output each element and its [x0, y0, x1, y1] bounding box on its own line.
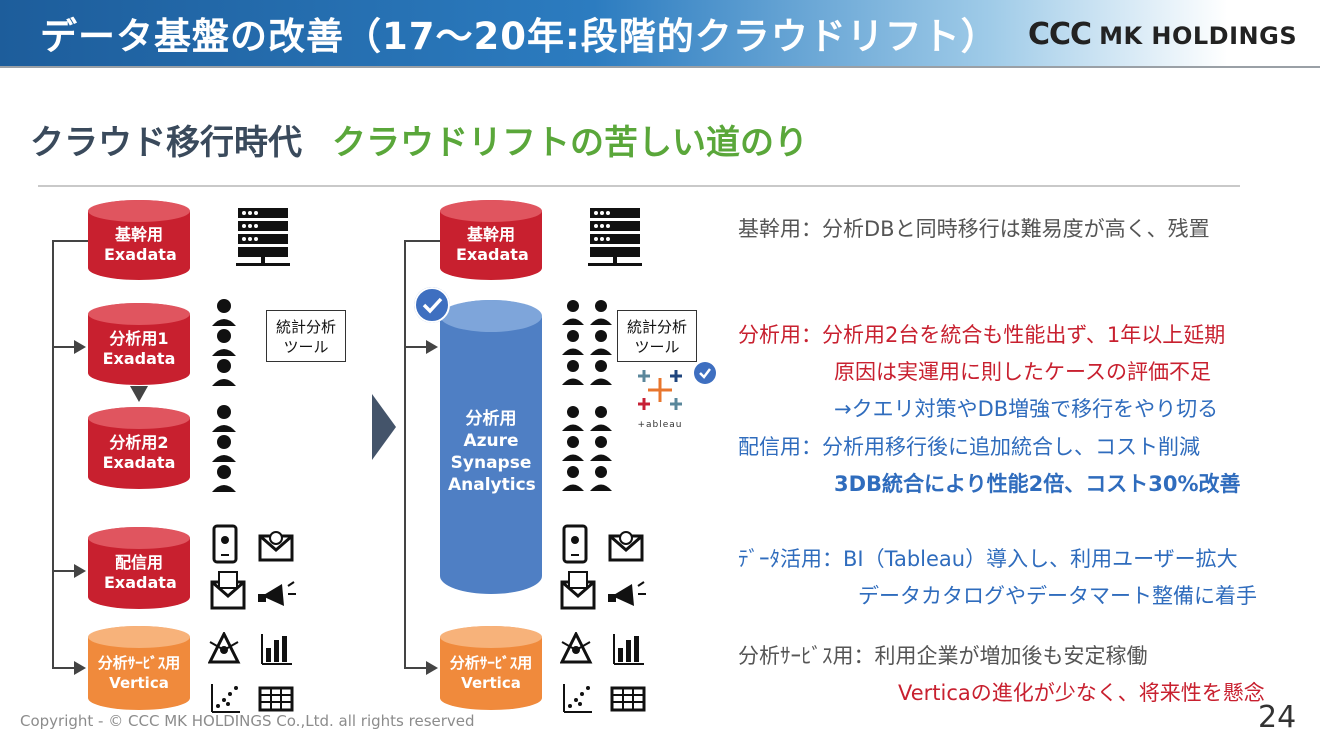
table-icon	[258, 686, 294, 712]
before-stats-tool-label: 統計分析 ツール	[275, 318, 336, 356]
note-core: 基幹用：分析DBと同時移行は難易度が高く、残置	[738, 217, 1210, 241]
tableau-cross-icon	[638, 370, 682, 410]
scatter-plot-icon	[211, 684, 240, 713]
logo-mk: MK HOLDINGS	[1099, 22, 1298, 50]
before-service-label: 分析ｻｰﾋﾞｽ用 Vertica	[97, 654, 181, 692]
tableau-wordmark: +ableau	[637, 420, 683, 430]
analytics-icons	[208, 632, 294, 713]
after-core-cylinder: 基幹用 Exadata	[440, 200, 542, 280]
before-core-label: 基幹用 Exadata	[104, 225, 177, 264]
before-analysis1-label: 分析用1 Exadata	[102, 329, 176, 368]
before-branch-core	[52, 240, 88, 242]
after-core-label: 基幹用 Exadata	[456, 225, 529, 264]
before-service-cylinder: 分析ｻｰﾋﾞｽ用 Vertica	[88, 626, 190, 710]
after-branch-analysis	[404, 346, 428, 348]
network-icon	[560, 632, 593, 664]
after-branch-service	[404, 667, 428, 669]
after-branch-core	[404, 240, 440, 242]
before-analysis2-cylinder: 分析用2 Exadata	[88, 407, 190, 489]
before-delivery-label: 配信用 Exadata	[104, 553, 177, 592]
subtitle-headline: クラウドリフトの苦しい道のり	[332, 123, 808, 163]
after-synapse-label: 分析用 Azure Synapse Analytics	[448, 409, 536, 495]
server-icon	[588, 208, 642, 266]
before-analysis1-cylinder: 分析用1 Exadata	[88, 303, 190, 385]
smartphone-icon	[562, 524, 588, 564]
after-service-cylinder: 分析ｻｰﾋﾞｽ用 Vertica	[440, 626, 542, 710]
after-arrow-service	[426, 661, 438, 675]
person-icon	[212, 299, 236, 386]
checkmark-icon	[414, 287, 450, 323]
email-icon	[608, 531, 644, 562]
tableau-logo: +ableau	[632, 368, 688, 430]
section-divider	[38, 185, 1240, 187]
scatter-plot-icon	[563, 684, 592, 713]
before-arrow-analysis	[74, 340, 86, 354]
before-arrow-service	[74, 661, 86, 675]
note-service-2: Verticaの進化が少なく、将来性を懸念	[898, 681, 1265, 705]
mail-letter-icon	[560, 571, 596, 610]
megaphone-icon	[258, 581, 296, 606]
after-stats-tool-box: 統計分析 ツール	[617, 310, 697, 362]
analytics-icons	[560, 632, 646, 713]
delivery-channel-icons	[560, 524, 646, 610]
before-branch-service	[52, 667, 76, 669]
slide-title: データ基盤の改善（17～20年:段階的クラウドリフト）	[40, 15, 999, 58]
note-data-2: データカタログやデータマート整備に着手	[858, 584, 1257, 608]
person-group-icon	[562, 406, 612, 491]
logo-ccc: CCC	[1028, 17, 1092, 52]
subtitle: クラウド移行時代クラウドリフトの苦しい道のり	[30, 115, 808, 164]
before-tree-line	[52, 240, 54, 668]
before-arrow-delivery	[74, 564, 86, 578]
smartphone-icon	[212, 524, 238, 564]
email-icon	[258, 531, 294, 562]
subtitle-era: クラウド移行時代	[30, 123, 302, 163]
transition-arrow-icon	[372, 394, 396, 460]
after-service-label: 分析ｻｰﾋﾞｽ用 Vertica	[449, 654, 533, 692]
after-tree-line	[404, 240, 406, 668]
note-analysis-2: 原因は実運用に則したケースの評価不足	[834, 360, 1211, 384]
after-stats-tool-label: 統計分析 ツール	[626, 318, 687, 356]
network-icon	[208, 632, 241, 664]
header-underline	[0, 66, 1320, 68]
after-synapse-cylinder: 分析用 Azure Synapse Analytics	[440, 300, 542, 594]
note-analysis-3: →クエリ対策やDB増強で移行をやり切る	[834, 397, 1219, 421]
server-icon	[236, 208, 290, 266]
header-bar	[0, 0, 1320, 66]
table-icon	[610, 686, 646, 712]
note-delivery-1: 配信用：分析用移行後に追加統合し、コスト削減	[738, 435, 1200, 459]
after-arrow-analysis	[426, 340, 438, 354]
megaphone-icon	[608, 581, 646, 606]
note-data-1: ﾃﾞｰﾀ活用：BI（Tableau）導入し、利用ユーザー拡大	[738, 547, 1238, 571]
note-analysis-1: 分析用：分析用2台を統合も性能出ず、1年以上延期	[738, 323, 1226, 347]
before-delivery-cylinder: 配信用 Exadata	[88, 527, 190, 609]
note-service-1: 分析ｻｰﾋﾞｽ用：利用企業が増加後も安定稼働	[738, 644, 1148, 668]
note-delivery-2: 3DB統合により性能2倍、コスト30%改善	[834, 472, 1241, 496]
bar-chart-icon	[613, 634, 644, 665]
before-core-cylinder: 基幹用 Exadata	[88, 200, 190, 280]
mail-letter-icon	[210, 571, 246, 610]
copyright: Copyright - © CCC MK HOLDINGS Co.,Ltd. a…	[20, 712, 475, 730]
before-analysis2-label: 分析用2 Exadata	[102, 433, 176, 472]
page-number: 24	[1258, 700, 1297, 735]
checkmark-icon	[694, 362, 716, 384]
before-branch-analysis	[52, 346, 76, 348]
before-stats-tool-box: 統計分析 ツール	[266, 310, 346, 362]
bar-chart-icon	[261, 634, 292, 665]
person-icon	[212, 405, 236, 492]
delivery-channel-icons	[210, 524, 296, 610]
before-branch-delivery	[52, 570, 76, 572]
merge-arrow	[130, 386, 148, 402]
person-group-icon	[562, 300, 612, 385]
